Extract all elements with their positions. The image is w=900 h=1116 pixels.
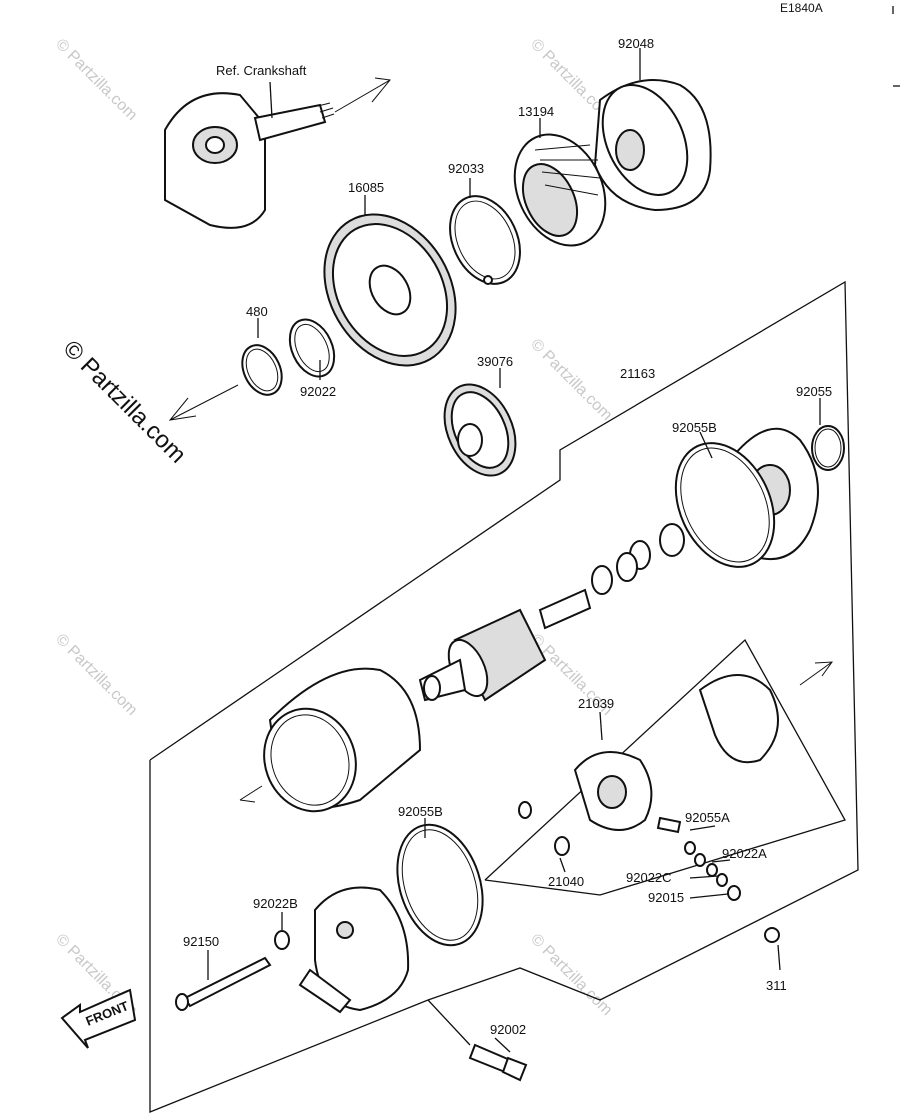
label-92022: 92022	[300, 384, 336, 399]
watermark: © Partzilla.com	[527, 931, 615, 1019]
label-92002: 92002	[490, 1022, 526, 1037]
part-39076	[443, 368, 517, 477]
label-21040: 21040	[548, 874, 584, 889]
part-labels: Ref. Crankshaft 92048 13194 92033 16085 …	[183, 36, 832, 1037]
part-92055	[811, 398, 845, 471]
label-39076: 39076	[477, 354, 513, 369]
label-92048: 92048	[618, 36, 654, 51]
part-92048	[593, 48, 712, 212]
brush-holder	[573, 711, 653, 831]
label-92022A: 92022A	[722, 846, 767, 861]
assembly-frame	[149, 280, 859, 1113]
label-92015: 92015	[648, 890, 684, 905]
label-13194: 13194	[518, 104, 554, 119]
part-13194	[513, 118, 607, 247]
watermark-main: © Partzilla.com	[58, 335, 191, 468]
watermark: © Partzilla.com	[527, 336, 615, 424]
part-92022	[288, 318, 336, 380]
part-16085	[323, 195, 457, 367]
part-92055B-bottom	[396, 818, 484, 947]
brush-cover	[698, 674, 779, 764]
label-92055B-top: 92055B	[672, 420, 717, 435]
front-arrow: FRONT	[60, 988, 137, 1049]
label-21039: 21039	[578, 696, 614, 711]
label-92055: 92055	[796, 384, 832, 399]
label-92022C: 92022C	[626, 870, 672, 885]
crankshaft	[164, 77, 391, 229]
label-92033: 92033	[448, 161, 484, 176]
part-92033	[449, 178, 521, 285]
label-ref-crankshaft: Ref. Crankshaft	[216, 63, 307, 78]
label-21163: 21163	[620, 366, 655, 381]
part-92150	[175, 950, 272, 1011]
label-311: 311	[766, 978, 787, 993]
front-cover	[298, 886, 410, 1014]
diagram-code: E1840A	[780, 1, 823, 15]
part-480	[241, 318, 283, 396]
label-92055B-bottom: 92055B	[398, 804, 443, 819]
label-480: 480	[246, 304, 268, 319]
armature	[418, 588, 592, 702]
watermark: © Partzilla.com	[52, 631, 140, 719]
yoke	[239, 661, 834, 813]
axis-arrow	[168, 384, 239, 421]
part-92055B-top	[674, 431, 776, 568]
watermark: © Partzilla.com	[52, 36, 140, 124]
label-92150: 92150	[183, 934, 219, 949]
small-fasteners	[518, 801, 781, 971]
label-92055A: 92055A	[685, 810, 730, 825]
label-16085: 16085	[348, 180, 384, 195]
part-92022B	[274, 912, 290, 950]
washer-stack	[591, 523, 685, 595]
brush-frame	[484, 638, 846, 896]
label-92022B: 92022B	[253, 896, 298, 911]
part-92002	[427, 999, 528, 1082]
